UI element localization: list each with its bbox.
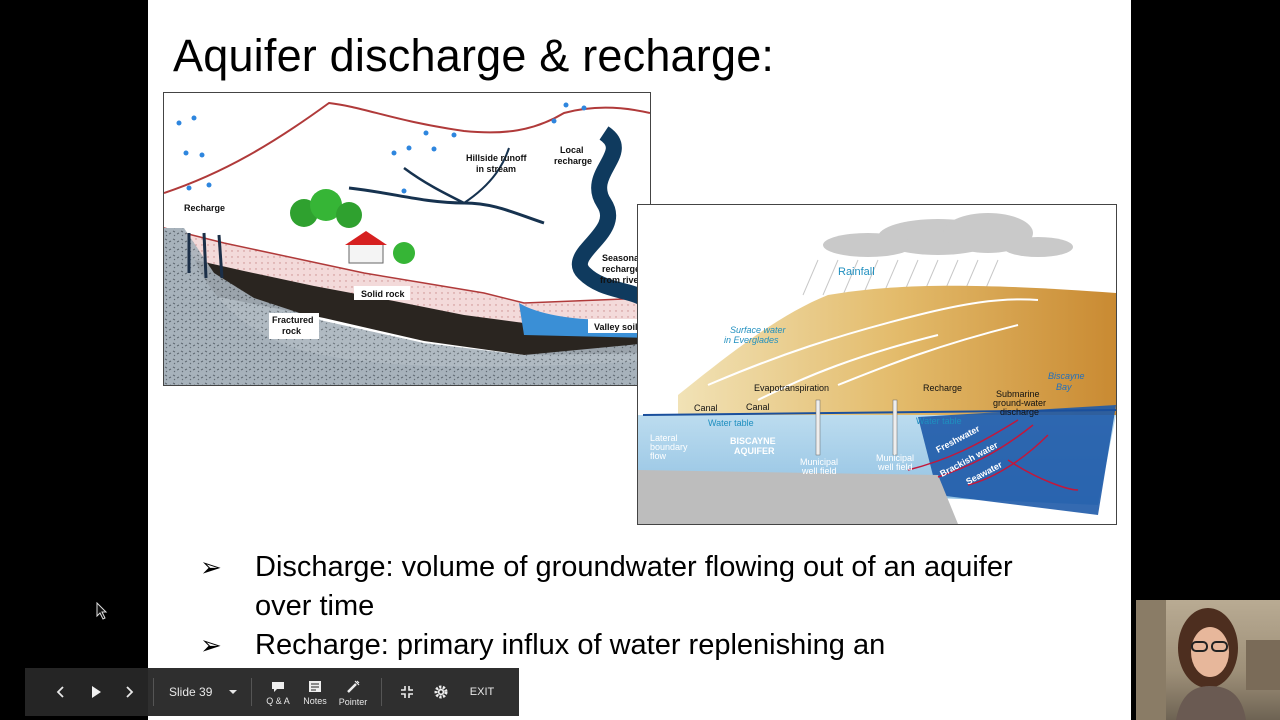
toolbar-divider bbox=[153, 678, 154, 706]
label-recharge2: Recharge bbox=[923, 383, 962, 393]
pointer-button[interactable]: Pointer bbox=[336, 676, 370, 710]
notes-icon bbox=[309, 681, 321, 692]
label-hillside-2: in stream bbox=[476, 164, 516, 174]
label-lateral-1: Lateral bbox=[650, 433, 678, 443]
label-canal-a: Canal bbox=[694, 403, 718, 413]
caret-down-icon bbox=[229, 690, 238, 694]
label-submarine-1: Submarine bbox=[996, 389, 1040, 399]
label-municipal-b1: Municipal bbox=[876, 453, 914, 463]
slide: Aquifer discharge & recharge: bbox=[148, 0, 1131, 720]
slide-number-label: Slide 39 bbox=[169, 685, 213, 699]
chat-icon bbox=[272, 681, 284, 692]
presenter-video bbox=[1136, 600, 1280, 720]
label-fractured-2: rock bbox=[282, 326, 302, 336]
slide-title: Aquifer discharge & recharge: bbox=[173, 30, 775, 81]
settings-button[interactable] bbox=[431, 682, 451, 702]
label-surface-2: in Everglades bbox=[724, 335, 779, 345]
slide-selector[interactable]: Slide 39 bbox=[163, 680, 243, 704]
exit-button[interactable]: EXIT bbox=[465, 682, 499, 702]
play-icon bbox=[92, 686, 101, 698]
label-solid-rock: Solid rock bbox=[361, 289, 406, 299]
pointer-label: Pointer bbox=[338, 696, 368, 707]
label-biscayne-bay-1: Biscayne bbox=[1048, 371, 1085, 381]
label-fractured-1: Fractured bbox=[272, 315, 314, 325]
label-submarine-3: discharge bbox=[1000, 407, 1039, 417]
exit-label: EXIT bbox=[469, 686, 495, 698]
label-water-table-a: Water table bbox=[708, 418, 754, 428]
notes-label: Notes bbox=[303, 696, 327, 706]
bullet-recharge: ➢ Recharge: primary influx of water repl… bbox=[198, 626, 1058, 665]
label-aquifer-2: AQUIFER bbox=[734, 446, 775, 456]
presenter-webcam bbox=[1136, 600, 1280, 720]
label-hillside-1: Hillside runoff bbox=[466, 153, 528, 163]
label-seasonal-1: Seasonal bbox=[602, 253, 642, 263]
label-surface-1: Surface water bbox=[730, 325, 787, 335]
label-recharge: Recharge bbox=[184, 203, 225, 213]
label-municipal-b2: well field bbox=[877, 462, 913, 472]
label-municipal-a1: Municipal bbox=[800, 457, 838, 467]
label-municipal-a2: well field bbox=[801, 466, 837, 476]
label-local-2: recharge bbox=[554, 156, 592, 166]
presentation-toolbar: Slide 39 Q & A Notes Pointer EXIT bbox=[25, 668, 519, 716]
toolbar-divider bbox=[251, 678, 252, 706]
gear-icon bbox=[434, 685, 448, 699]
label-local-1: Local bbox=[560, 145, 584, 155]
bullet-list: ➢ Discharge: volume of groundwater flowi… bbox=[198, 548, 1058, 665]
next-slide-button[interactable] bbox=[119, 682, 139, 702]
chevron-left-icon bbox=[56, 686, 64, 698]
label-seasonal-3: from river bbox=[600, 275, 643, 285]
label-water-table-b: Water table bbox=[916, 416, 962, 426]
biscayne-aquifer-figure: Rainfall Surface water in Everglades Eva… bbox=[637, 204, 1117, 525]
aquifer-block-diagram: Rainfall Surface water in Everglades Eva… bbox=[638, 213, 1116, 524]
label-valley-soil: Valley soil bbox=[594, 322, 638, 332]
chevron-right-icon bbox=[126, 686, 134, 698]
bullet-text: Discharge: volume of groundwater flowing… bbox=[255, 551, 1013, 622]
label-rainfall: Rainfall bbox=[838, 266, 875, 278]
qa-label: Q & A bbox=[266, 695, 290, 706]
label-canal-b: Canal bbox=[746, 402, 770, 412]
label-submarine-2: ground-water bbox=[993, 398, 1046, 408]
previous-slide-button[interactable] bbox=[51, 682, 71, 702]
bullet-text: Recharge: primary influx of water replen… bbox=[255, 629, 886, 661]
notes-button[interactable]: Notes bbox=[298, 676, 332, 710]
label-lateral-3: flow bbox=[650, 451, 667, 461]
toolbar-divider bbox=[381, 678, 382, 706]
laser-pointer-icon bbox=[347, 680, 360, 693]
exit-fullscreen-icon bbox=[401, 686, 413, 698]
label-lateral-2: boundary bbox=[650, 442, 688, 452]
label-aquifer-1: BISCAYNE bbox=[730, 436, 776, 446]
label-evapotranspiration: Evapotranspiration bbox=[754, 383, 829, 393]
hillside-recharge-figure: Recharge Hillside runoff in stream Local… bbox=[163, 92, 651, 386]
hillside-diagram: Recharge Hillside runoff in stream Local… bbox=[164, 93, 650, 385]
arrow-bullet-icon: ➢ bbox=[200, 552, 222, 582]
arrow-bullet-icon: ➢ bbox=[200, 630, 222, 660]
bullet-discharge: ➢ Discharge: volume of groundwater flowi… bbox=[198, 548, 1058, 626]
play-button[interactable] bbox=[85, 681, 107, 703]
exit-fullscreen-button[interactable] bbox=[397, 682, 417, 702]
label-biscayne-bay-2: Bay bbox=[1056, 382, 1072, 392]
label-seasonal-2: recharge bbox=[602, 264, 640, 274]
mouse-cursor-icon bbox=[96, 602, 108, 620]
qa-button[interactable]: Q & A bbox=[261, 676, 295, 710]
